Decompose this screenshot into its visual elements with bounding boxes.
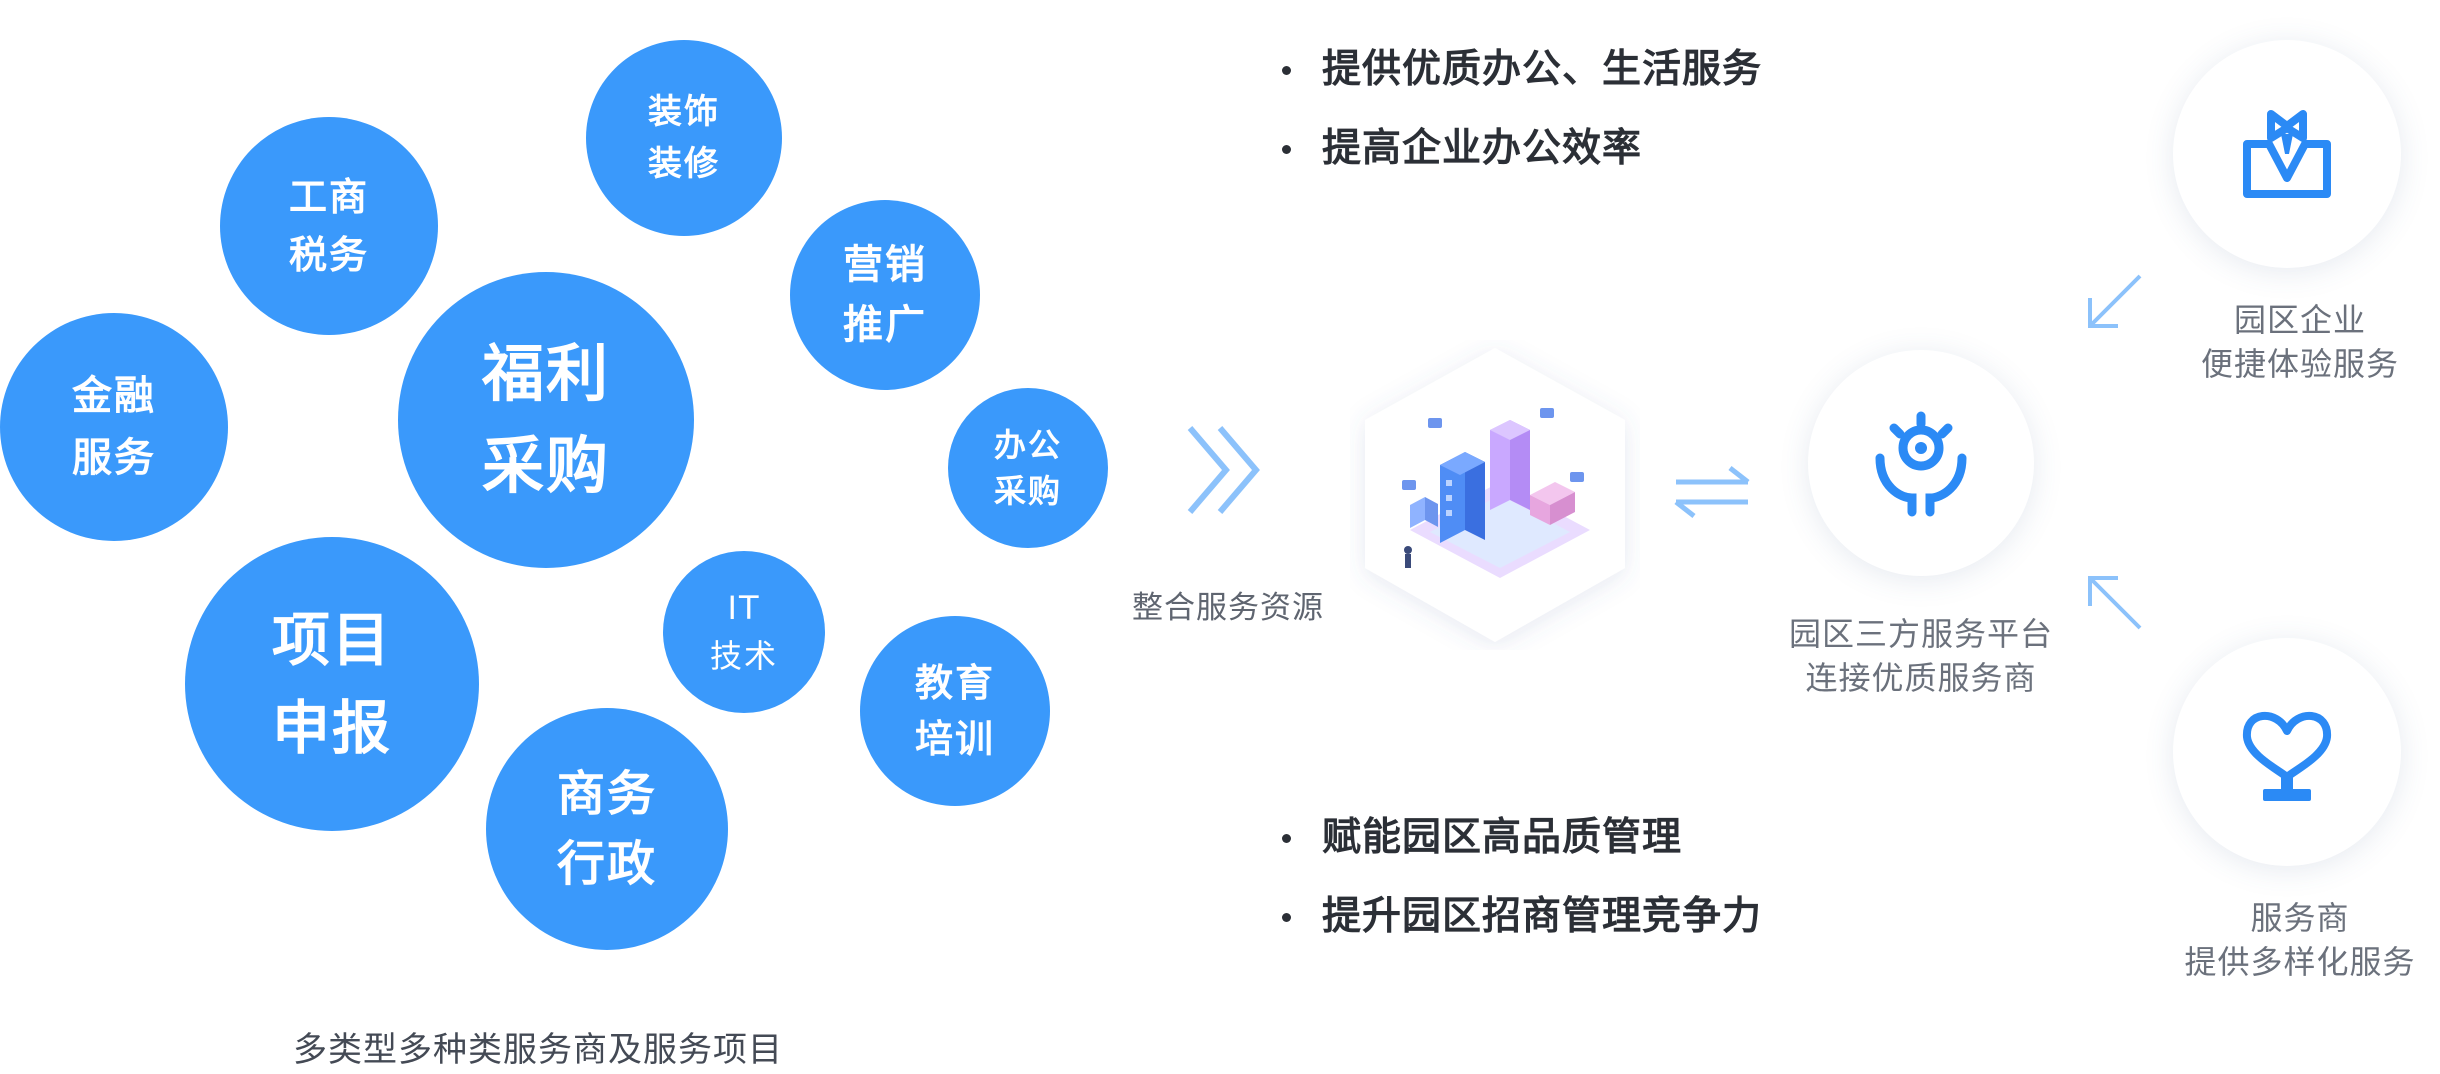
bubble-it-jishu: IT 技术 (663, 551, 825, 713)
bowtie-shirt-icon (2243, 110, 2331, 198)
arrow-down-left-icon (2088, 274, 2142, 328)
bubble-label-1: 金融 (72, 373, 156, 419)
platform-label-line2: 连接优质服务商 (1805, 659, 2037, 697)
bubble-label-1: 装饰 (648, 92, 720, 132)
double-chevron-right-icon (1187, 426, 1260, 514)
bubble-label-1: 工商 (288, 175, 369, 219)
bullet-item: 提升园区招商管理竞争力 (1274, 897, 1762, 936)
bubble-yingxiao-tuiguang: 营销推广 (790, 200, 980, 390)
bubble-shangwu-xingzheng: 商务行政 (486, 708, 728, 950)
bubble-fuli-caigou: 福利采购 (398, 272, 694, 568)
bubble-jiaoyu-peixun: 教育培训 (860, 616, 1050, 806)
bullet-item: 提高企业办公效率 (1274, 129, 1762, 168)
provider-label-line2: 提供多样化服务 (2184, 943, 2416, 981)
bubble-label-2: 培训 (914, 717, 995, 761)
provider-label-line1: 服务商 (2250, 899, 2350, 937)
bubble-label-2: 税务 (288, 233, 369, 277)
platform-label-line1: 园区三方服务平台 (1788, 615, 2053, 653)
enterprise-label: 园区企业 便捷体验服务 (2160, 298, 2440, 386)
platform-circle (1808, 350, 2034, 576)
bubble-jinrong-fuwu: 金融服务 (0, 313, 228, 541)
bubble-label-2: 技术 (709, 637, 778, 675)
bubble-label-1: 商务 (556, 766, 657, 822)
left-caption: 多类型多种类服务商及服务项目 (293, 1030, 783, 1070)
bubble-gongshang-shuiwu: 工商税务 (220, 117, 438, 335)
gear-hands-icon (1875, 411, 1967, 517)
bullet-item: 提供优质办公、生活服务 (1274, 50, 1762, 89)
bullet-item: 赋能园区高品质管理 (1274, 818, 1762, 857)
enterprise-label-line2: 便捷体验服务 (2200, 345, 2399, 383)
bubble-label-2: 采购 (993, 472, 1062, 510)
bubble-label-2: 行政 (556, 836, 657, 892)
heart-trophy-icon (2242, 712, 2332, 801)
bubble-xiangmu-shenbao: 项目申报 (185, 537, 479, 831)
bubble-label-1: 教育 (914, 661, 995, 705)
platform-label: 园区三方服务平台 连接优质服务商 (1780, 612, 2062, 700)
arrow-up-left-icon (2088, 576, 2142, 630)
bubble-label-2: 装修 (648, 144, 720, 184)
provider-circle (2173, 638, 2401, 866)
bubble-label-1: 福利 (481, 337, 610, 410)
bubble-label-1: IT (727, 589, 761, 627)
bubble-label-2: 推广 (843, 302, 927, 348)
enterprise-circle (2173, 40, 2401, 268)
center-caption: 整合服务资源 (1132, 590, 1324, 626)
top-bullet-list: 提供优质办公、生活服务 提高企业办公效率 (1274, 50, 1762, 208)
bidirectional-arrows-icon (1674, 466, 1750, 518)
bubble-bangong-caigou: 办公采购 (948, 388, 1108, 548)
bubble-label-2: 申报 (271, 694, 392, 762)
provider-label: 服务商 提供多样化服务 (2160, 896, 2440, 984)
isometric-city-illustration (1402, 408, 1590, 578)
enterprise-label-line1: 园区企业 (2233, 301, 2366, 339)
bottom-bullet-list: 赋能园区高品质管理 提升园区招商管理竞争力 (1274, 818, 1762, 976)
bubble-label-2: 采购 (481, 429, 610, 502)
bubble-label-2: 服务 (72, 435, 156, 481)
bubble-zhuangshi-zhuangxiu: 装饰装修 (586, 40, 782, 236)
bubble-label-1: 营销 (843, 242, 927, 288)
bubble-label-1: 项目 (271, 606, 392, 674)
bubble-label-1: 办公 (993, 426, 1062, 464)
